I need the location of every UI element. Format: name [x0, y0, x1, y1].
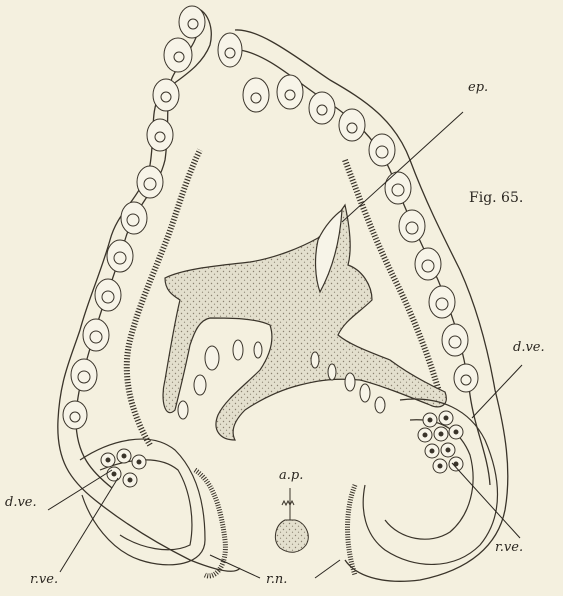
- label-ap: a.p.: [279, 468, 303, 483]
- label-ep: ep.: [468, 80, 488, 95]
- left-nerve-cluster: [101, 449, 146, 487]
- right-nerve-cluster: [418, 411, 463, 473]
- figure-title: Fig. 65.: [469, 190, 523, 206]
- label-rve-right: r.ve.: [495, 540, 523, 555]
- anal-plate-cluster: [275, 488, 308, 552]
- central-tissue: [163, 205, 446, 440]
- right-ventral-lobe: [348, 399, 498, 575]
- label-rve-left: r.ve.: [30, 572, 58, 587]
- label-dve-left: d.ve.: [5, 495, 37, 510]
- label-dve-right: d.ve.: [513, 340, 545, 355]
- label-rn: r.n.: [266, 572, 287, 587]
